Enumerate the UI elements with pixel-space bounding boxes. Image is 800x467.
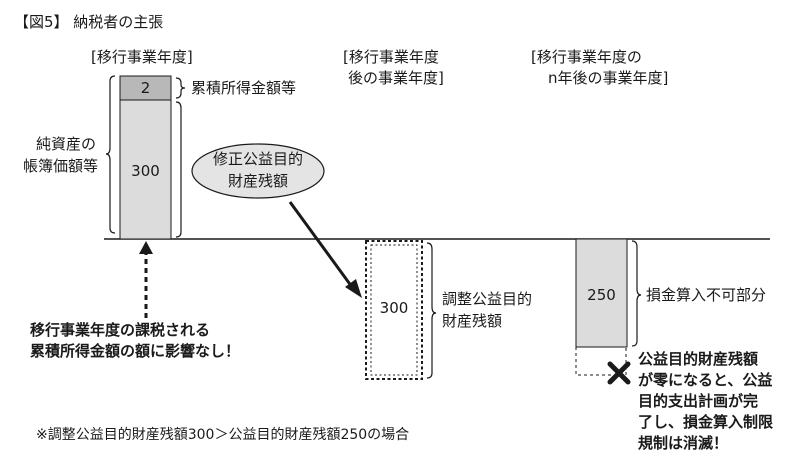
no-impact-note-line2: 累積所得金額の額に影響なし！ <box>30 342 241 360</box>
remaining-dashed-outline <box>575 347 627 376</box>
adjusted-label-line1: 調整公益目的 <box>442 290 533 308</box>
adjusted-value: 300 <box>379 299 409 317</box>
bubble-line1: 修正公益目的 <box>212 150 303 168</box>
nondeductible-brace <box>631 240 642 347</box>
adjusted-dotted-inner <box>370 244 418 376</box>
net-assets-value: 300 <box>131 162 160 180</box>
net-assets-brace <box>105 75 116 234</box>
column-header-next-year-line2: 後の事業年度] <box>348 69 444 87</box>
adjusted-dotted-outer <box>365 240 423 380</box>
net-assets-label-line2: 帳簿価額等 <box>23 157 99 175</box>
bubble-arrow <box>288 201 354 288</box>
net-assets-bar <box>119 99 172 240</box>
accumulated-income-value: 2 <box>140 79 151 97</box>
extinguish-note-line1: 公益目的財産残額 <box>638 350 759 368</box>
extinguish-note-line5: 規制は消滅！ <box>638 434 729 452</box>
footnote: ※調整公益目的財産残額300＞公益目的財産残額250の場合 <box>36 427 410 443</box>
extinguish-note-line4: 了し、損金算入制限 <box>638 413 774 431</box>
accumulated-income-label: 累積所得金額等 <box>191 79 297 97</box>
adjusted-label-line2: 財産残額 <box>442 312 503 330</box>
column-header-n-year-line1: [移行事業年度の <box>531 48 642 66</box>
adjusted-brace <box>426 242 437 379</box>
figure-title: 【図5】 納税者の主張 <box>14 13 164 31</box>
modified-public-interest-bubble <box>191 143 325 199</box>
no-impact-note-line1: 移行事業年度の課税される <box>30 321 211 339</box>
nondeductible-value: 250 <box>587 286 616 304</box>
accumulated-income-brace <box>175 77 186 99</box>
extinguish-x-mark <box>607 361 631 385</box>
bubble-line2: 財産残額 <box>227 172 288 190</box>
no-impact-arrowhead <box>139 241 153 254</box>
nondeductible-label: 損金算入不可部分 <box>646 286 767 304</box>
nondeductible-bar <box>575 238 628 348</box>
column-header-next-year-line1: [移行事業年度 <box>343 48 439 66</box>
net-assets-label-line1: 純資産の <box>36 135 97 153</box>
right-brace-left-bar <box>175 101 182 238</box>
bubble-arrowhead <box>345 279 362 298</box>
extinguish-note-line3: 目的支出計画が完 <box>638 392 759 410</box>
column-header-n-year-line2: n年後の事業年度] <box>548 69 669 87</box>
column-header-transfer-year: [移行事業年度] <box>91 48 193 66</box>
extinguish-note-line2: が零になると、公益 <box>638 371 773 389</box>
